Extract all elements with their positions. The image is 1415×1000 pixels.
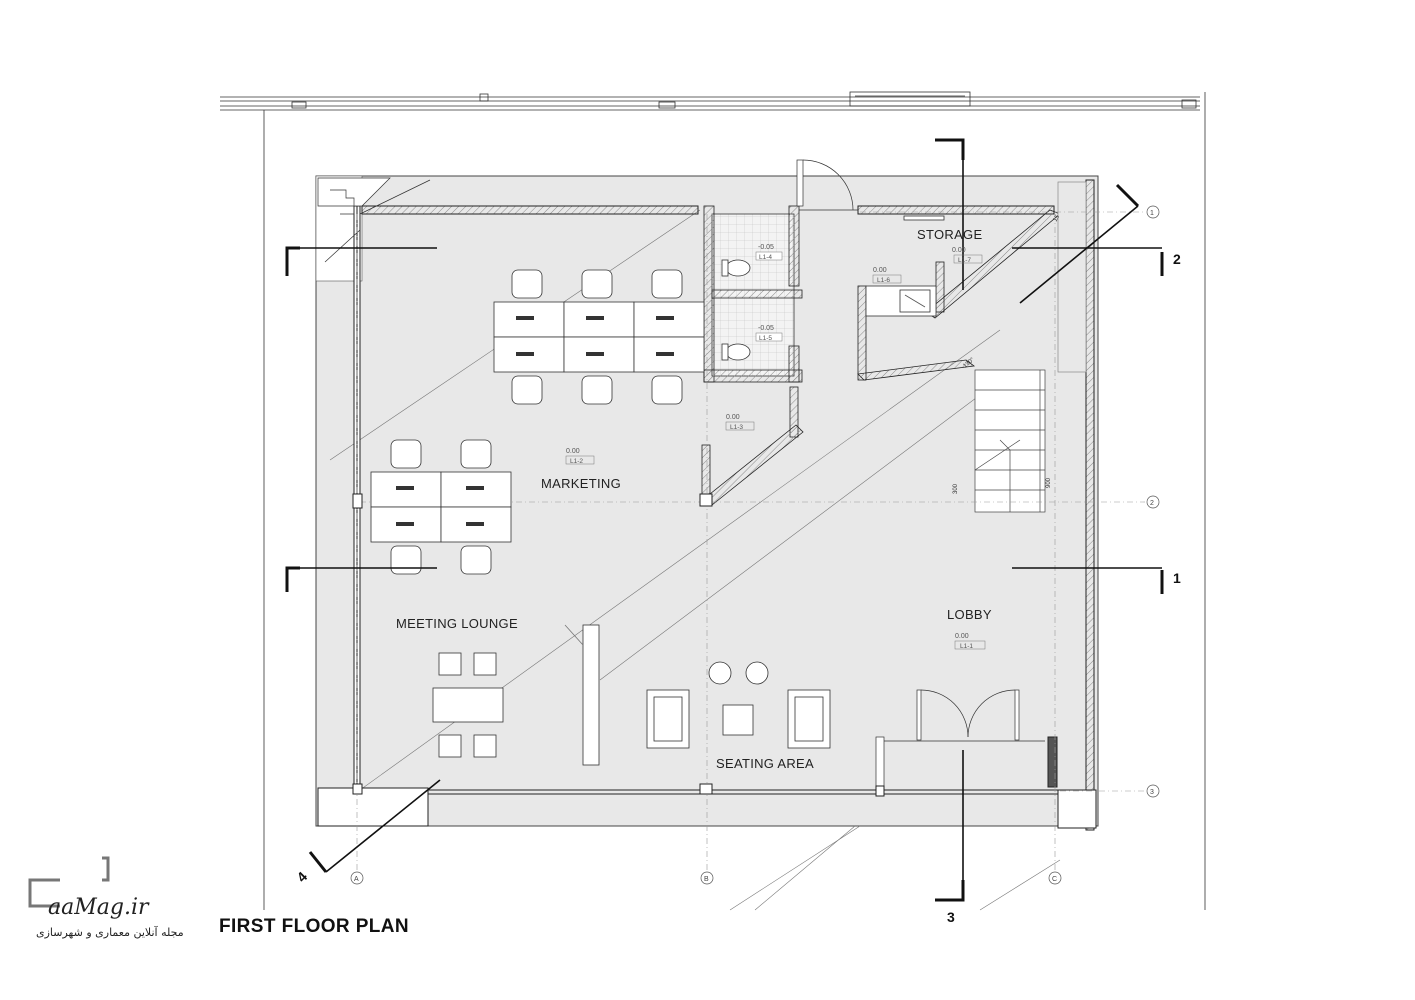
svg-text:L1-2: L1-2 [570, 458, 583, 465]
svg-text:-0.05: -0.05 [758, 244, 774, 251]
svg-text:0.00: 0.00 [952, 247, 966, 254]
room-label-storage: STORAGE [917, 227, 982, 242]
level-tag-lobby: 0.00 L1-1 [954, 633, 986, 650]
logo-mark: aaMag.ir [28, 856, 150, 920]
marketing-desks [493, 269, 705, 405]
stair-tread-dimension: 300 [953, 483, 959, 494]
stair-width-dimension: 900 [1046, 477, 1052, 488]
grid-label-1: 1 [1150, 210, 1154, 217]
corner-stair [317, 177, 431, 263]
grid-label-b: B [704, 876, 709, 883]
level-tag-wc-1: -0.05 L1-4 [755, 244, 783, 261]
section-number-2: 2 [1173, 251, 1181, 267]
svg-text:L1-6: L1-6 [877, 277, 890, 284]
drawing-title: FIRST FLOOR PLAN [219, 916, 410, 937]
grid-bubbles [350, 205, 1160, 885]
storage-walls [704, 209, 1061, 506]
section-number-4: 4 [293, 868, 310, 885]
svg-text:L1-3: L1-3 [730, 424, 743, 431]
top-door [796, 159, 858, 211]
svg-text:0.00: 0.00 [726, 414, 740, 421]
grid-label-3: 3 [1150, 789, 1154, 796]
grid-label-a: A [354, 876, 359, 883]
grid-label-2: 2 [1150, 500, 1154, 507]
room-label-meeting-lounge: MEETING LOUNGE [396, 616, 518, 631]
entrance-doors [875, 689, 1045, 793]
section-markers [285, 138, 1164, 902]
level-tag-storage: 0.00 L1-7 [952, 247, 983, 264]
level-tag-marketing: 0.00 L1-2 [565, 448, 595, 465]
top-facade-strip [220, 91, 1206, 910]
seating-furniture [646, 661, 831, 749]
lounge-furniture [432, 624, 600, 766]
logo-wordmark: aaMag.ir [48, 895, 150, 920]
wall-dimension: 15 [1053, 214, 1062, 223]
section-number-1: 1 [1173, 570, 1181, 586]
level-tag-corridor: 0.00 L1-3 [725, 414, 755, 431]
room-label-lobby: LOBBY [947, 607, 992, 622]
svg-text:0.00: 0.00 [566, 448, 580, 455]
aamag-logo: aaMag.ir مجله آنلاین معماری و شهرسازی [26, 856, 186, 946]
svg-text:0.00: 0.00 [955, 633, 969, 640]
room-label-seating-area: SEATING AREA [716, 756, 814, 771]
logo-subtitle: مجله آنلاین معماری و شهرسازی [36, 926, 184, 939]
main-stair [974, 181, 1087, 513]
section-number-3: 3 [947, 909, 955, 925]
grid-label-c: C [1052, 876, 1057, 883]
svg-text:-0.05: -0.05 [758, 325, 774, 332]
svg-text:L1-5: L1-5 [759, 335, 772, 342]
column-markers [352, 493, 885, 797]
svg-text:L1-7: L1-7 [958, 257, 971, 264]
meeting-desks [370, 439, 512, 575]
level-tag-wc-2: -0.05 L1-5 [755, 325, 783, 342]
svg-text:0.00: 0.00 [873, 267, 887, 274]
wc-block [701, 205, 803, 506]
level-tag-kitchen: 0.00 L1-6 [872, 267, 902, 284]
svg-text:L1-1: L1-1 [960, 643, 973, 650]
room-label-marketing: MARKETING [541, 476, 621, 491]
svg-text:L1-4: L1-4 [759, 254, 772, 261]
